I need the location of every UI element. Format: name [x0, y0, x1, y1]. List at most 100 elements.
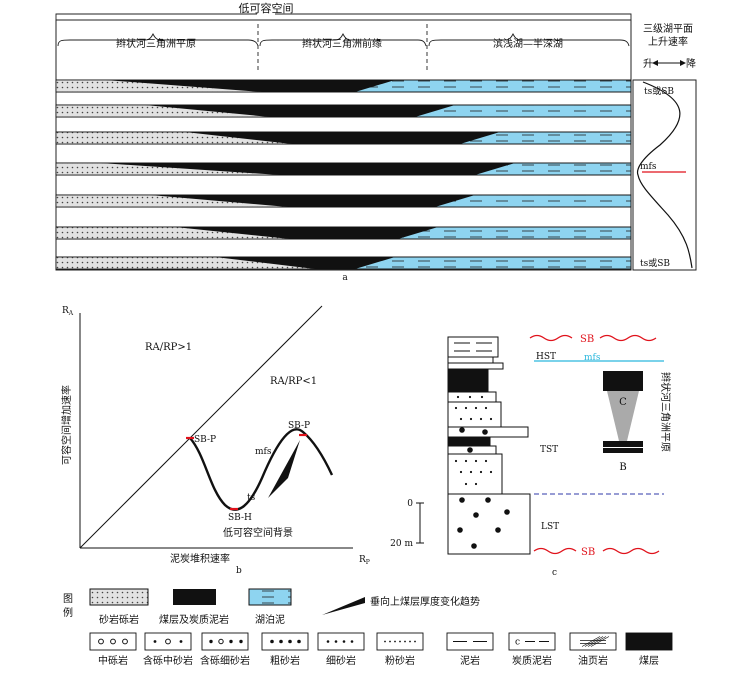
legend-heading-1: 图: [63, 593, 73, 605]
legend-lith-label: 含砾细砂岩: [200, 654, 250, 667]
gravel-dot: [485, 497, 491, 503]
b-y-label: 可容空间增加速率: [60, 385, 73, 465]
sea-level-box: [632, 79, 697, 271]
b-x-symbol: RP: [359, 555, 370, 566]
c-coal-lower: [447, 436, 491, 447]
b-ts: ts: [247, 493, 256, 503]
sand-dot: [484, 406, 488, 410]
c-sb-bottom-wave-right: [602, 547, 660, 555]
b-sbp-left: SB-P: [194, 435, 216, 445]
c-fine-sand: [447, 401, 502, 428]
legend-coal-swatch: [173, 589, 216, 605]
top-title: 低可容空间: [239, 1, 294, 15]
zone-plain-label: 辫状河三角洲平原: [116, 37, 196, 50]
sand-dot: [474, 482, 478, 486]
legend-lith-4: 细砂岩: [317, 632, 365, 667]
c-hst: HST: [536, 352, 556, 362]
c-vertical-label: 辫状河三角洲平原: [659, 372, 672, 452]
legend-swatch: [201, 632, 249, 651]
legend-lith-6: 泥岩: [446, 632, 494, 667]
legend-sandstone-label: 砂岩砾岩: [99, 613, 139, 626]
legend-lith-8: 油页岩: [569, 632, 617, 667]
right-title-line1: 三级湖平面: [643, 23, 693, 35]
c-lst-block: [447, 493, 531, 555]
legend-lith-5: 粉砂岩: [376, 632, 424, 667]
gravel-dot: [482, 429, 488, 435]
gravel-dot: [473, 512, 479, 518]
c-scale-0: 0: [407, 499, 413, 509]
curve-mfs-label: mfs: [640, 162, 657, 172]
sand-dot: [464, 482, 468, 486]
b-sbh: SB-H: [228, 513, 252, 523]
gravel-dot: [459, 427, 465, 433]
sand-dot: [464, 459, 468, 463]
legend-swatch: [261, 632, 309, 651]
gravel-dot: [504, 509, 510, 515]
sand-dot: [474, 459, 478, 463]
legend-lith-0: 中砾岩: [89, 632, 137, 667]
legend-lith-label: 含砾中砂岩: [143, 654, 193, 667]
c-lst: LST: [541, 522, 559, 532]
strip-row: [55, 79, 632, 93]
gravel-dot: [471, 543, 477, 549]
sand-dot: [469, 417, 473, 421]
legend-lith-label: 粉砂岩: [385, 654, 415, 667]
c-mfs: mfs: [584, 353, 601, 363]
legend-lith-label: 油页岩: [578, 654, 608, 667]
sand-dot: [454, 459, 458, 463]
gravel-dot: [459, 497, 465, 503]
caption-c: c: [552, 568, 557, 578]
c-thin-coal: [603, 441, 643, 447]
c-sb-top-wave-right: [599, 334, 657, 342]
b-curve: [189, 428, 334, 511]
panel-b: RA RP 可容空间增加速率 泥炭堆积速率 RA/RP>1 RA/RP<1 SB…: [60, 305, 370, 576]
c-sb-top: SB: [580, 334, 594, 345]
gravel-dot: [467, 447, 473, 453]
rise-label: 升: [643, 58, 653, 70]
legend-swatch: [446, 632, 494, 651]
top-bracket: [55, 13, 632, 24]
sand-dot: [489, 417, 493, 421]
curve-bottom-label: ts或SB: [640, 257, 670, 269]
legend-lith-label: 粗砂岩: [270, 654, 300, 667]
strip-row: [55, 194, 632, 208]
legend-lake-label: 湖泊泥: [255, 613, 285, 626]
sand-dot: [469, 470, 473, 474]
strip-row: [55, 256, 632, 270]
fall-label: 降: [686, 57, 696, 70]
legend-lith-1: 含砾中砂岩: [143, 632, 193, 667]
zone-front-label: 辫状河三角洲前缘: [302, 37, 382, 50]
caption-a: a: [342, 273, 348, 283]
sand-dot: [479, 417, 483, 421]
legend-lith-label: 细砂岩: [326, 654, 356, 667]
c-sb-top-wave-left: [529, 334, 573, 342]
legend-trend-wedge: [322, 597, 365, 615]
panel-a-frame: [55, 19, 632, 271]
b-one-to-one-line: [79, 305, 323, 549]
c-thick-coal: [603, 371, 643, 391]
legend-lith-label: 煤层: [639, 654, 659, 667]
curve-top-label: ts或SB: [644, 85, 674, 97]
b-ratio-gt: RA/RP>1: [145, 342, 192, 353]
legend-lith-2: 含砾细砂岩: [200, 632, 250, 667]
c-sb-bottom-wave-left: [533, 547, 577, 555]
sand-dot: [480, 395, 484, 399]
gravel-dot: [457, 527, 463, 533]
c-letter-b: B: [619, 462, 626, 473]
legend-swatch: [569, 632, 617, 651]
c-mud-block: [447, 336, 499, 358]
sand-dot: [474, 406, 478, 410]
legend-sandstone-swatch: [89, 588, 149, 606]
c-tst: TST: [540, 445, 558, 455]
sea-level-curve: [636, 81, 693, 269]
sand-dot: [489, 470, 493, 474]
c-trend-cone: [607, 391, 639, 441]
strip-row: [55, 104, 632, 118]
legend-coal-label: 煤层及炭质泥岩: [159, 613, 229, 626]
legend-swatch: [625, 632, 673, 651]
legend: 图 例 砂岩砾岩 煤层及炭质泥岩 湖泊泥 垂向上煤层厚度变化趋势 中砾岩含砾中砂…: [63, 588, 673, 667]
legend-swatch: [317, 632, 365, 651]
c-coal-upper: [447, 368, 489, 393]
